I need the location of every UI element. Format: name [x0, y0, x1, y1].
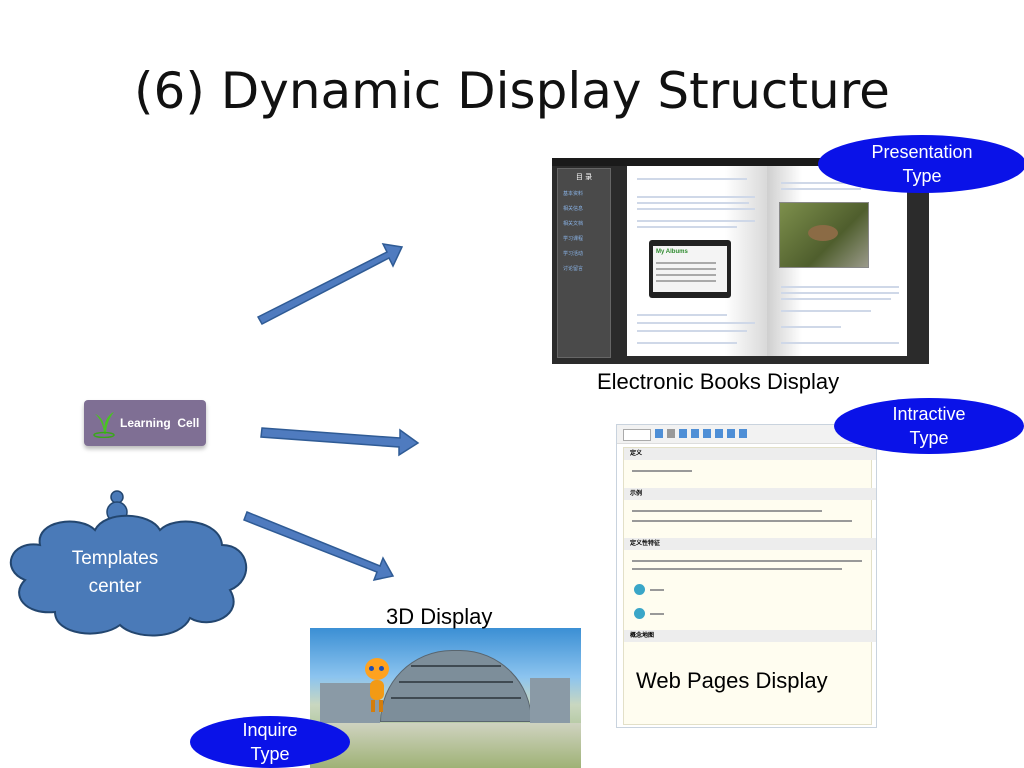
intractive-type-badge: Intractive Type [834, 398, 1024, 454]
ground-plaza [310, 723, 581, 768]
sprout-icon [92, 408, 116, 439]
logo-text: Learning Cell [120, 416, 200, 430]
toc-title: 目 录 [575, 173, 593, 181]
ebook-toc: 目 录 基本资料相关信息相关文档学习课程学习活动讨论留言 [557, 168, 611, 358]
inquire-type-badge: Inquire Type [190, 716, 350, 768]
toc-item[interactable]: 相关文档 [563, 221, 584, 227]
inquire-type-label: Inquire Type [242, 719, 298, 764]
ebook-right-page [767, 166, 907, 356]
ebooks-caption: Electronic Books Display [597, 369, 840, 394]
templates-center-label: Templates center [71, 548, 159, 597]
intractive-type-label: Intractive Type [892, 403, 966, 448]
toc-item[interactable]: 相关信息 [563, 206, 584, 212]
album-mockup: My Albums [649, 240, 731, 298]
section-header-example: 示例 [624, 488, 876, 500]
web-toolbar [617, 425, 876, 444]
learning-cell-logo: Learning Cell [84, 400, 206, 446]
feature-bullet-2 [634, 608, 645, 619]
building-dome [380, 650, 532, 722]
section-header-features: 定义性特征 [624, 538, 876, 550]
templates-cloud-shape [9, 514, 248, 637]
rabbit-photo [779, 202, 869, 268]
toc-item[interactable]: 学习活动 [563, 251, 584, 257]
three-d-caption: 3D Display [386, 604, 493, 629]
arrow-to-ebooks [256, 243, 404, 325]
arrow-to-web-pages [260, 427, 420, 457]
arrow-to-3d [243, 511, 395, 582]
feature-bullet-1 [634, 584, 645, 595]
ebook-left-page: My Albums [627, 166, 767, 356]
presentation-type-label: Presentation Type [871, 141, 973, 186]
section-header-concept-map: 概念地图 [624, 630, 876, 642]
presentation-type-badge: Presentation Type [818, 135, 1024, 193]
toc-item[interactable]: 讨论留言 [563, 266, 584, 272]
web-pages-caption: Web Pages Display [636, 668, 828, 693]
cartoon-mascot [362, 658, 392, 714]
toc-item[interactable]: 学习课程 [563, 236, 584, 242]
web-page-screenshot: 定义 示例 定义性特征 概念地图 [616, 424, 877, 728]
toc-item[interactable]: 基本资料 [563, 191, 584, 197]
three-d-screenshot [310, 628, 581, 768]
album-heading: My Albums [656, 249, 688, 255]
ebook-screenshot: 目 录 基本资料相关信息相关文档学习课程学习活动讨论留言 My Albums [552, 158, 929, 364]
page-title: (6) Dynamic Display Structure [134, 62, 890, 120]
section-header-definition: 定义 [624, 448, 876, 460]
